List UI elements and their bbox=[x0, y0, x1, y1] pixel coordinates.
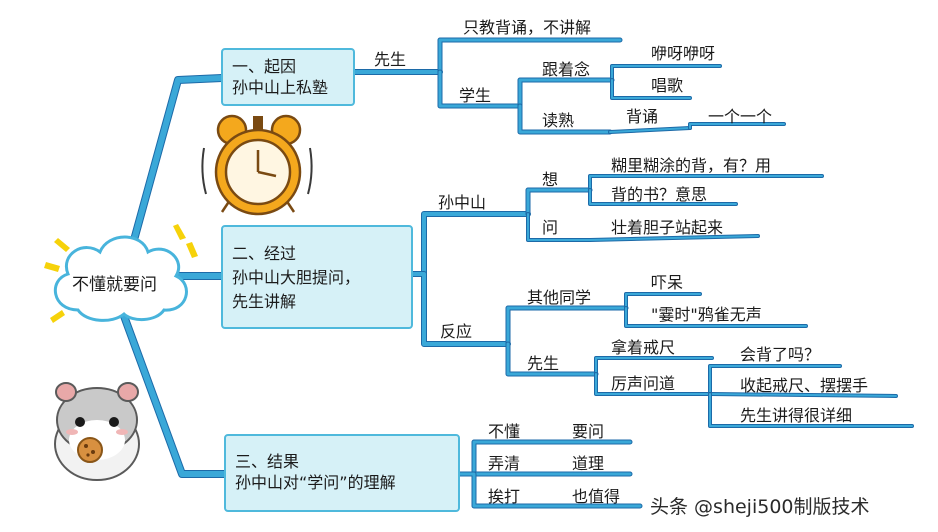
branch-process-subtitle-2: 先生讲解 bbox=[232, 292, 297, 311]
branch-result-title: 三、结果 bbox=[235, 452, 300, 471]
node-get-beaten: 挨打 bbox=[488, 487, 521, 506]
link-students-read-fluent bbox=[518, 104, 612, 134]
node-teacher-1: 先生 bbox=[374, 50, 407, 69]
node-teacher-2: 先生 bbox=[527, 354, 560, 373]
link-teacher-ruler-shadow bbox=[594, 356, 714, 376]
link-teacher-ruler bbox=[595, 357, 713, 375]
node-students: 学生 bbox=[459, 86, 492, 105]
link-think-muddled bbox=[589, 175, 823, 191]
link-result-beaten bbox=[458, 472, 642, 508]
leaf-instant-silence: "霎时"鸦雀无声 bbox=[651, 305, 762, 324]
branch-result-box: 三、结果 孙中山对“学问”的理解 bbox=[224, 434, 460, 512]
link-teacher-only-recite-shadow bbox=[437, 37, 623, 75]
leaf-singing: 唱歌 bbox=[651, 76, 684, 95]
leaf-holding-ruler: 拿着戒尺 bbox=[611, 338, 676, 357]
hamster-icon bbox=[54, 382, 140, 481]
leaf-worth-it: 也值得 bbox=[572, 487, 621, 506]
leaf-put-away-ruler: 收起戒尺、摆摆手 bbox=[740, 376, 869, 395]
branch-result-subtitle: 孙中山对“学问”的理解 bbox=[235, 473, 396, 492]
link-others-stunned bbox=[625, 293, 701, 309]
link-process-sun bbox=[411, 212, 530, 276]
link-reaction-others bbox=[506, 306, 628, 346]
leaf-yiya: 咿呀咿呀 bbox=[651, 44, 716, 63]
leaf-detailed-explanation: 先生讲得很详细 bbox=[740, 406, 853, 425]
leaf-must-ask: 要问 bbox=[572, 422, 605, 441]
watermark: 头条 @sheji500制版技术 bbox=[650, 496, 870, 518]
link-teacher-students bbox=[438, 70, 522, 108]
branch-process-subtitle-1: 孙中山大胆提问， bbox=[232, 268, 361, 287]
link-stern-put-away bbox=[709, 393, 897, 397]
node-figure-out: 弄清 bbox=[488, 454, 521, 473]
node-reaction: 反应 bbox=[440, 322, 473, 341]
branch-cause-box: 一、起因 孙中山上私塾 bbox=[221, 48, 355, 106]
leaf-can-recite: 会背了吗？ bbox=[740, 345, 821, 364]
cloud-icon bbox=[44, 224, 198, 323]
leaf-only-recite: 只教背诵，不讲解 bbox=[463, 18, 592, 37]
link-stern-can-recite bbox=[709, 365, 841, 395]
link-students-read-along-shadow bbox=[517, 77, 615, 109]
leaf-muddled-recite: 糊里糊涂的背，有？用 bbox=[611, 156, 772, 175]
link-result-not-understand bbox=[458, 440, 632, 476]
link-root-result bbox=[121, 313, 229, 477]
leaf-reason: 道理 bbox=[572, 454, 605, 473]
link-reaction-teacher bbox=[506, 342, 598, 376]
link-others-silence bbox=[625, 307, 807, 327]
branch-cause-subtitle: 孙中山上私塾 bbox=[232, 78, 329, 97]
link-students-read-along bbox=[518, 78, 614, 108]
link-read-along-singing bbox=[611, 79, 691, 99]
leaf-book-meaning: 背的书？意思 bbox=[611, 185, 708, 204]
node-not-understand: 不懂 bbox=[488, 422, 521, 441]
link-process-reaction bbox=[411, 272, 510, 346]
leaf-stand-up: 壮着胆子站起来 bbox=[611, 218, 724, 237]
node-read-along: 跟着念 bbox=[542, 60, 591, 79]
branch-process-title: 二、经过 bbox=[232, 244, 297, 263]
link-sun-think bbox=[526, 188, 592, 216]
leaf-one-by-one: 一个一个 bbox=[708, 107, 773, 126]
leaf-stunned: 吓呆 bbox=[651, 273, 684, 292]
link-read-along-yiya bbox=[611, 65, 721, 81]
link-recite-one-by-one bbox=[689, 123, 785, 129]
link-stern-detailed bbox=[709, 393, 913, 427]
link-sun-ask bbox=[527, 213, 759, 241]
link-result-not-understand-shadow bbox=[457, 439, 633, 477]
node-think: 想 bbox=[542, 170, 559, 189]
node-sun-zhongshan: 孙中山 bbox=[438, 193, 487, 212]
link-teacher-only-recite bbox=[438, 38, 622, 74]
node-other-students: 其他同学 bbox=[527, 288, 592, 307]
link-reaction-others-shadow bbox=[505, 305, 629, 347]
link-teacher-stern bbox=[595, 373, 711, 395]
node-recite: 背诵 bbox=[626, 107, 659, 126]
link-process-sun-shadow bbox=[410, 211, 531, 277]
branch-process-box: 二、经过 孙中山大胆提问， 先生讲解 bbox=[221, 225, 413, 329]
node-ask: 问 bbox=[542, 218, 559, 237]
link-think-meaning bbox=[589, 189, 737, 205]
node-read-fluent: 读熟 bbox=[542, 111, 575, 130]
node-stern-question: 厉声问道 bbox=[611, 374, 676, 393]
link-sun-think-shadow bbox=[525, 187, 593, 217]
branch-cause-title: 一、起因 bbox=[232, 57, 297, 76]
root-topic: 不懂就要问 bbox=[72, 275, 157, 295]
alarm-clock-icon bbox=[201, 114, 313, 216]
link-root-cause bbox=[131, 75, 225, 243]
link-read-fluent-recite bbox=[609, 127, 691, 133]
